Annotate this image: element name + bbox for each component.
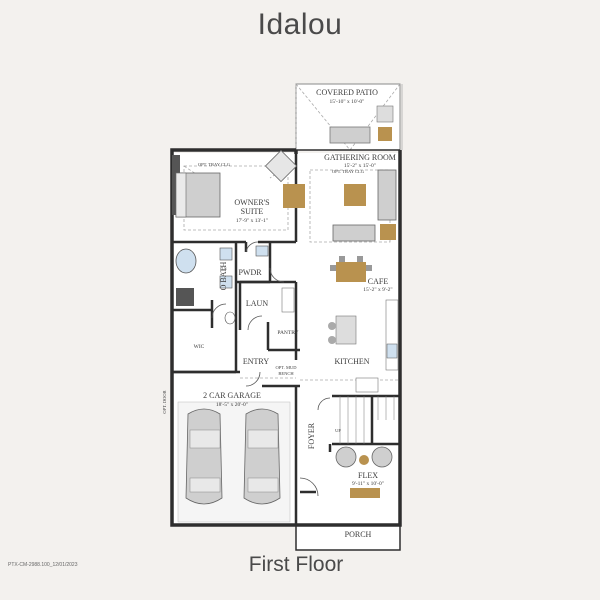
bath-label: O BATH [219,261,228,290]
room-labels: COVERED PATIO 15'-10" x 10'-0" GATHERING… [162,88,396,539]
entry-label: ENTRY [243,357,269,366]
owners-tray-note: OPT. TRAY CLG [198,162,231,167]
gathering-tray-note: OPT. TRAY CLG [332,169,365,174]
kitchen-label: KITCHEN [334,357,369,366]
exterior-walls [170,148,402,551]
floor-label: First Floor [248,553,344,576]
pwdr-label: PWDR [238,268,262,277]
up-label: UP [335,428,341,433]
ls-label: LS [221,266,227,271]
cafe-label: CAFE [368,277,389,286]
opt-door-label: OPT. DOOR [162,390,167,413]
plan-footnote: PTX-CM-2988.100_12/01/2023 [8,562,78,568]
wic-label: WIC [194,344,205,350]
furniture [172,105,399,498]
cafe-dims: 15'-2" x 9'-2" [363,287,392,293]
garage-cars [177,401,291,523]
mud-bench-line2: BENCH [278,371,294,376]
garage-label: 2 CAR GARAGE [203,391,261,400]
owners-suite-label-1: OWNER'S [234,198,269,207]
plan-title: Idalou [257,8,343,41]
door-swings [211,241,331,497]
owners-suite-label-2: SUITE [241,207,264,216]
foyer-label: FOYER [307,422,316,449]
gathering-room-label: GATHERING ROOM [324,153,396,162]
gathering-room-dims: 15'-2" x 15'-0" [344,163,376,169]
flex-dims: 9'-11" x 10'-0" [352,481,384,487]
owners-suite-dims: 17'-9" x 13'-1" [236,218,268,224]
pantry-label: PANTRY [277,330,298,336]
mud-bench-line1: OPT. MUD [276,365,298,370]
garage-dims: 18'-5" x 20'-0" [216,402,248,408]
flex-label: FLEX [358,471,378,480]
covered-patio-label: COVERED PATIO [316,88,378,97]
laun-label: LAUN [246,299,268,308]
porch-label: PORCH [345,530,372,539]
covered-patio-dims: 15'-10" x 10'-0" [330,99,365,105]
